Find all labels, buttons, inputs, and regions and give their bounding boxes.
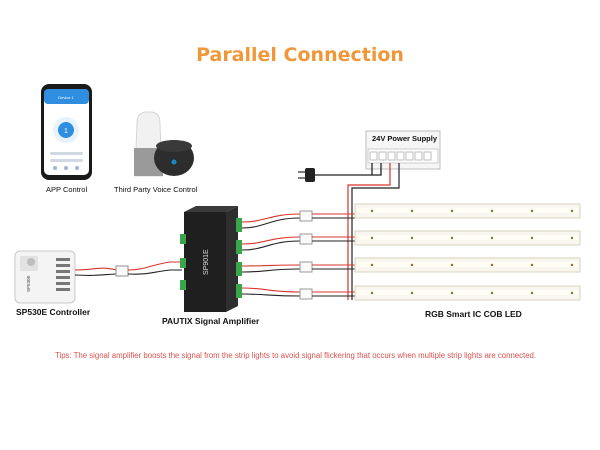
- power-supply-icon: [365, 130, 441, 170]
- phone-screen-title: Device 1: [58, 95, 74, 100]
- amplifier-icon: SP901E: [180, 206, 242, 312]
- controller-label: SP530E Controller: [16, 307, 91, 317]
- led-label: RGB Smart IC COB LED: [425, 309, 522, 319]
- voice-control-label: Third Party Voice Control: [114, 185, 198, 194]
- echo-dot-icon: [154, 140, 194, 176]
- led-strip-icon: [354, 203, 581, 301]
- signal-wires-out: [241, 213, 301, 297]
- strip-connectors: [299, 210, 313, 300]
- controller-body-text: SP530E: [26, 275, 31, 292]
- power-supply-label: 24V Power Supply: [372, 134, 438, 143]
- tips-text: Tips: The signal amplifier boosts the si…: [55, 351, 537, 360]
- amplifier-body-text: SP901E: [203, 249, 210, 275]
- signal-wires-in: [74, 261, 182, 277]
- plug-icon: [298, 163, 382, 182]
- page-title: Parallel Connection: [196, 44, 404, 66]
- amplifier-label: PAUTIX Signal Amplifier: [162, 316, 260, 326]
- power-wires: [347, 163, 400, 300]
- phone-icon: Device 1 1: [41, 84, 92, 180]
- app-control-label: APP Control: [46, 185, 88, 194]
- phone-screen-value: 1: [64, 128, 68, 135]
- controller-icon: SP530E: [14, 250, 76, 304]
